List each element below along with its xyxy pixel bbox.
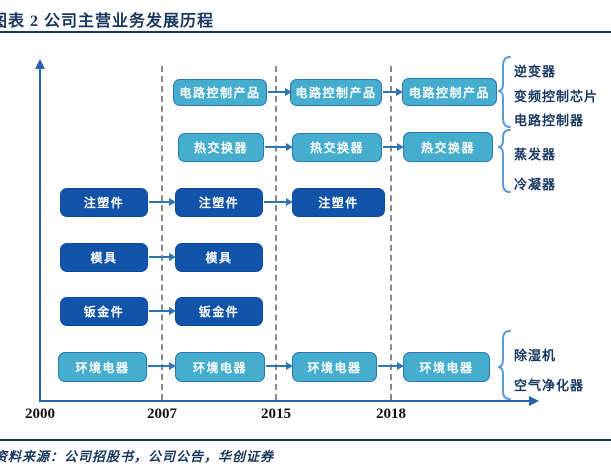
box-circuit-control-products-2007: 电路控制产品 xyxy=(173,79,267,106)
brace-icon-environmental-appliances xyxy=(497,330,511,400)
y-axis-arrowhead-icon xyxy=(35,59,45,69)
box-injection-molded-parts-2015: 注塑件 xyxy=(292,188,385,217)
box-environmental-appliances-2007: 环境电器 xyxy=(175,352,265,382)
box-sheet-metal-parts-2000: 钣金件 xyxy=(60,297,148,326)
flow-arrow-icon xyxy=(268,88,292,96)
year-label-2015: 2015 xyxy=(261,406,291,422)
box-injection-molded-parts-2007: 注塑件 xyxy=(175,188,263,217)
box-heat-exchanger-2018: 热交换器 xyxy=(403,132,493,162)
gridline-2007 xyxy=(161,66,163,400)
title-divider xyxy=(0,31,611,33)
brace-icon-heat-exchanger xyxy=(497,129,511,193)
source-note: 资料来源：公司招股书，公司公告，华创证券 xyxy=(0,449,275,464)
box-sheet-metal-parts-2007: 钣金件 xyxy=(175,297,263,326)
flow-arrow-icon xyxy=(149,307,176,315)
y-axis xyxy=(39,68,41,402)
year-label-2007: 2007 xyxy=(147,406,177,422)
box-heat-exchanger-2007: 热交换器 xyxy=(178,133,264,162)
flow-arrow-icon xyxy=(383,143,404,151)
annotation-vf-control-chip: 变频控制芯片 xyxy=(514,89,599,104)
figure-title: 图表 2 公司主营业务发展历程 xyxy=(0,13,215,30)
annotation-dehumidifier: 除湿机 xyxy=(514,348,557,363)
year-label-2000: 2000 xyxy=(25,406,55,422)
annotation-circuit-controller: 电路控制器 xyxy=(514,113,585,128)
flow-arrow-icon xyxy=(266,362,293,370)
annotation-condenser: 冷凝器 xyxy=(514,177,557,192)
gridline-2018 xyxy=(390,66,392,400)
box-heat-exchanger-2015: 热交换器 xyxy=(292,133,382,162)
box-environmental-appliances-2018: 环境电器 xyxy=(403,352,490,382)
box-environmental-appliances-2000: 环境电器 xyxy=(58,352,147,382)
x-axis-arrowhead-icon xyxy=(529,396,539,406)
flow-arrow-icon xyxy=(149,253,176,261)
box-molds-2000: 模具 xyxy=(60,243,148,272)
box-circuit-control-products-2018: 电路控制产品 xyxy=(402,78,497,106)
flow-arrow-icon xyxy=(265,143,293,151)
box-circuit-control-products-2015: 电路控制产品 xyxy=(290,79,382,106)
box-molds-2007: 模具 xyxy=(175,243,263,272)
box-injection-molded-parts-2000: 注塑件 xyxy=(60,188,148,217)
annotation-evaporator: 蒸发器 xyxy=(514,147,557,162)
annotation-air-purifier: 空气净化器 xyxy=(514,378,585,393)
flow-arrow-icon xyxy=(378,362,404,370)
annotation-inverter: 逆变器 xyxy=(514,64,557,79)
box-environmental-appliances-2015: 环境电器 xyxy=(292,352,377,382)
year-label-2018: 2018 xyxy=(376,406,406,422)
footer-divider xyxy=(0,439,611,441)
flow-arrow-icon xyxy=(264,198,293,206)
flow-arrow-icon xyxy=(149,198,176,206)
gridline-2015 xyxy=(275,66,277,400)
flow-arrow-icon xyxy=(383,88,403,96)
flow-arrow-icon xyxy=(148,362,176,370)
brace-icon-circuit-control xyxy=(497,56,511,128)
x-axis xyxy=(39,400,531,402)
